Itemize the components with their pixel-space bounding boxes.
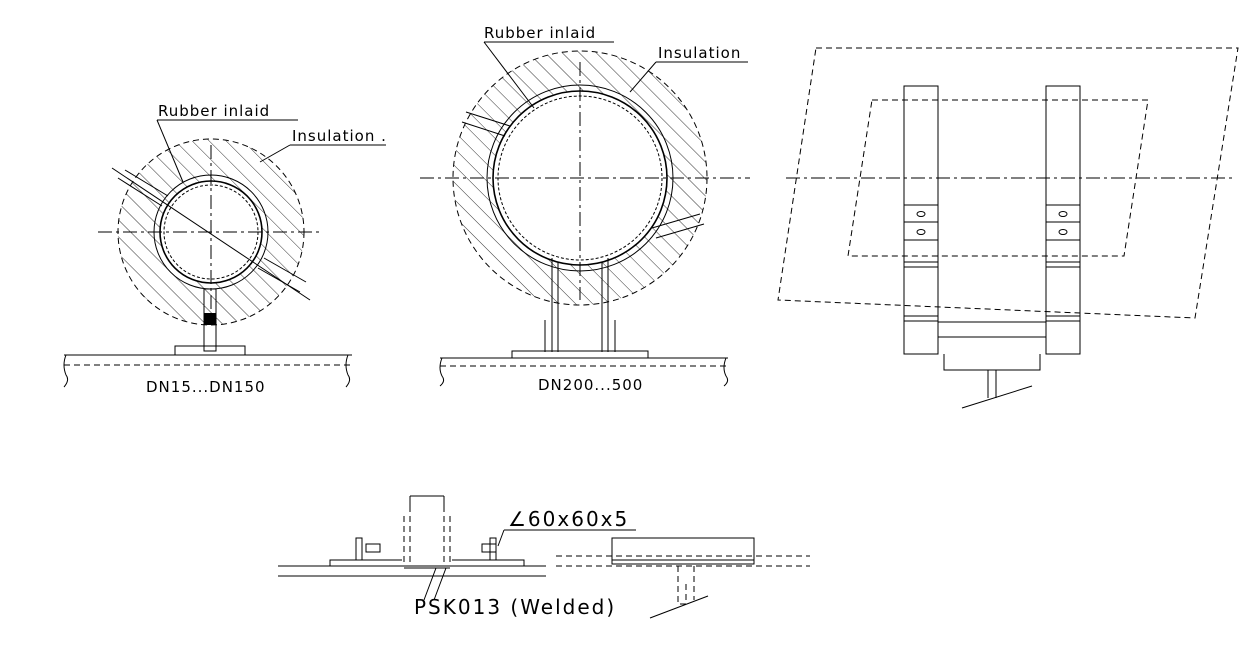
caption-small: DN15...DN150	[146, 378, 266, 396]
rubber-strip-right-bottom	[1045, 315, 1081, 322]
view-small-pipe-clamp: Rubber inlaid Insulation . DN15...DN150	[63, 102, 387, 396]
leader-arrow-insulation-large	[629, 61, 657, 93]
gusset-large	[544, 320, 616, 352]
break-line-welded	[649, 595, 709, 619]
angle-left-welded	[329, 537, 402, 566]
leader-arrow-angle	[497, 529, 505, 547]
label-rubber-small: Rubber inlaid	[158, 102, 270, 120]
bolt-hole-right-2	[1058, 229, 1068, 235]
label-rubber-large: Rubber inlaid	[484, 24, 596, 42]
view-welded: ∠60x60x5 PSK013 (Welded)	[278, 495, 810, 619]
beam-right-welded	[556, 555, 810, 567]
break-line-side	[961, 385, 1033, 409]
insulation-outer-side	[777, 47, 1239, 319]
break-mark-welded	[423, 567, 447, 601]
break-right-small	[345, 354, 351, 388]
diagonal-small	[111, 167, 311, 301]
label-insulation-large: Insulation	[658, 44, 741, 62]
bolt-hole-left-2	[916, 229, 926, 235]
leader-arrow-insulation-small	[259, 144, 291, 163]
clamp-ears-small	[117, 169, 307, 293]
rubber-strip-right-top	[1045, 261, 1081, 268]
support-post-large	[551, 258, 609, 352]
view-large-pipe-clamp: Rubber inlaid Insulation DN200...500	[420, 24, 750, 394]
bolt-hole-left-1	[916, 211, 926, 217]
plate-right-welded	[611, 537, 755, 561]
insulation-inner-side	[847, 99, 1149, 257]
clamp-ears-large	[461, 111, 705, 239]
label-insulation-small: Insulation .	[292, 127, 387, 145]
beam-web-side	[987, 370, 997, 398]
bolt-right-welded	[481, 543, 497, 553]
break-right-large	[723, 357, 729, 387]
label-angle-profile: ∠60x60x5	[508, 507, 629, 531]
rubber-strip-left-top	[903, 261, 939, 268]
caption-welded: PSK013 (Welded)	[414, 595, 616, 619]
base-plate-large	[511, 350, 649, 359]
break-left-small	[63, 354, 69, 388]
post-top-welded	[409, 495, 445, 506]
clamp-strap-left	[903, 85, 939, 355]
weld-block-small	[204, 313, 216, 325]
post-welded	[403, 506, 451, 566]
leader-arrow-rubber-small	[156, 119, 184, 183]
beam-web-welded	[677, 566, 695, 605]
view-side	[777, 47, 1239, 409]
beam-flange-side	[943, 354, 1041, 371]
break-left-large	[439, 357, 445, 387]
base-side	[938, 321, 1046, 338]
caption-large: DN200...500	[538, 376, 643, 394]
bolt-left-welded	[365, 543, 381, 553]
rubber-strip-left-bottom	[903, 315, 939, 322]
clamp-strap-right	[1045, 85, 1081, 355]
bolt-hole-right-1	[1058, 211, 1068, 217]
leader-arrow-rubber-large	[483, 41, 535, 109]
rubber-strip-welded	[611, 559, 755, 565]
strap-bands	[904, 204, 1080, 241]
